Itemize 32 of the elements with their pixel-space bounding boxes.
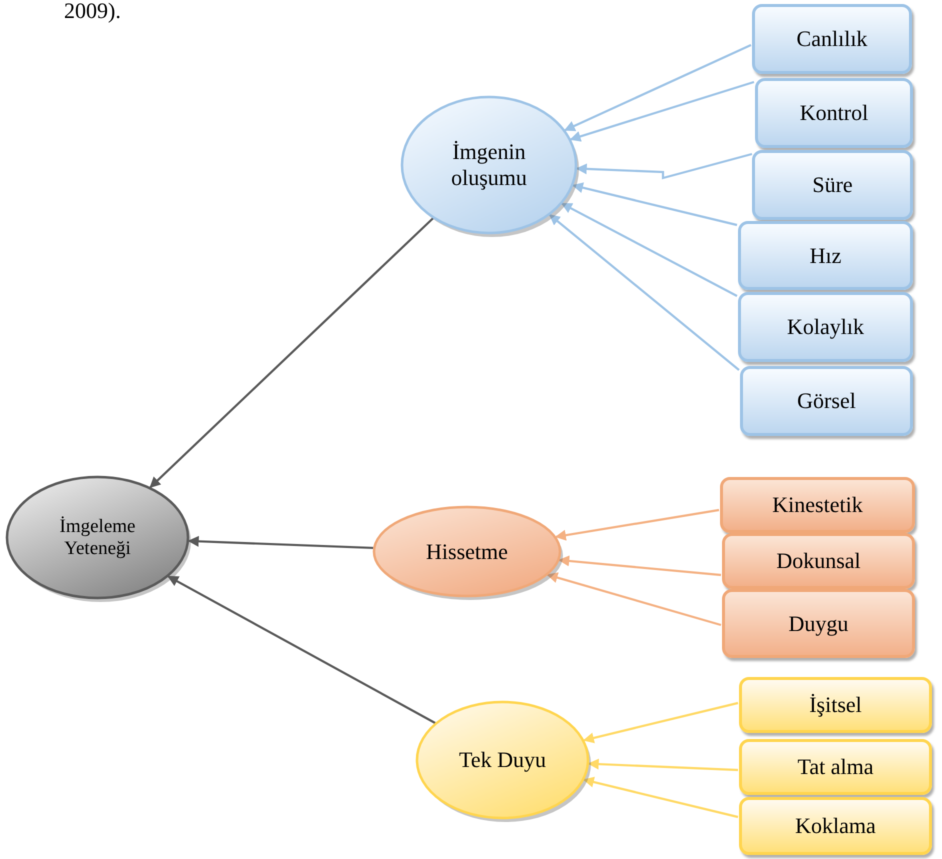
arrow [150, 217, 434, 488]
arrow [167, 575, 436, 724]
arrow [576, 152, 752, 180]
arrow [548, 214, 740, 371]
text-fragment: 2009). [64, 0, 121, 22]
process-box: Canlılık [752, 4, 912, 74]
process-box: Görsel [740, 366, 913, 436]
process-box: Kolaylık [738, 292, 913, 362]
process-box: Tat alma [739, 739, 932, 795]
arrow [561, 202, 738, 297]
arrow [582, 776, 738, 818]
process-box: Koklama [739, 797, 932, 855]
arrow [188, 536, 374, 550]
process-box: İşitsel [739, 677, 932, 733]
arrow [570, 80, 754, 142]
ellipse-node: İmgenin oluşumu [400, 95, 578, 235]
arrow [546, 572, 722, 626]
process-box: Hız [738, 221, 913, 290]
ellipse-node: Hissetme [372, 505, 562, 598]
ellipse-node: Tek Duyu [415, 700, 590, 820]
process-box: Kinestetik [720, 477, 915, 533]
arrow [564, 44, 752, 132]
process-box: Kontrol [755, 78, 913, 148]
arrow [588, 758, 738, 772]
ellipse-node: İmgeleme Yeteneği [5, 475, 190, 600]
arrow [558, 555, 722, 576]
arrow [582, 702, 738, 744]
process-box: Süre [752, 150, 913, 220]
arrow [572, 182, 738, 226]
process-box: Dokunsal [722, 533, 915, 589]
process-box: Duygu [722, 589, 915, 658]
arrow [554, 508, 720, 541]
